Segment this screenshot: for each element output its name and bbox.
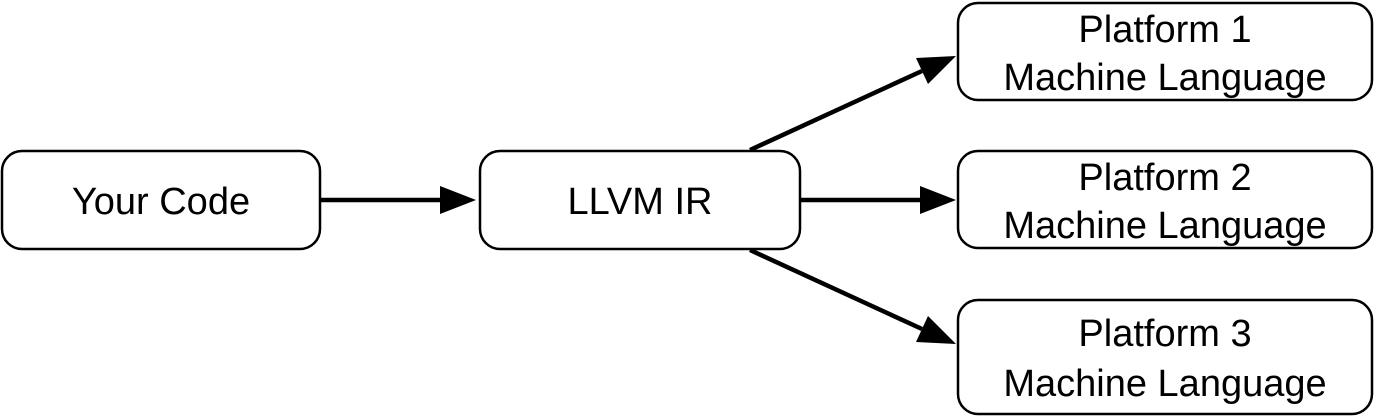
- node-label-line2: Machine Language: [1003, 363, 1326, 405]
- edge-ir-to-platform1: [749, 56, 956, 153]
- node-platform-2: Platform 2 Machine Language: [956, 149, 1374, 250]
- arrowhead-icon: [440, 186, 476, 214]
- node-label-line2: Machine Language: [1003, 205, 1326, 247]
- node-label: Your Code: [72, 181, 250, 223]
- edge-ir-to-platform2: [800, 186, 956, 214]
- node-your-code: Your Code: [0, 149, 322, 251]
- node-label-line1: Platform 1: [1078, 9, 1251, 51]
- node-label: LLVM IR: [567, 181, 712, 223]
- node-label-line2: Machine Language: [1003, 57, 1326, 99]
- node-platform-1: Platform 1 Machine Language: [956, 1, 1374, 102]
- arrowhead-icon: [916, 56, 956, 84]
- edge-source-to-ir: [320, 186, 476, 214]
- node-platform-3: Platform 3 Machine Language: [956, 298, 1374, 416]
- node-label-line1: Platform 3: [1078, 313, 1251, 355]
- node-llvm-ir: LLVM IR: [478, 149, 802, 251]
- node-label-line1: Platform 2: [1078, 157, 1251, 199]
- arrowhead-icon: [916, 316, 956, 344]
- arrowhead-icon: [920, 186, 956, 214]
- edge-ir-to-platform3: [749, 247, 956, 344]
